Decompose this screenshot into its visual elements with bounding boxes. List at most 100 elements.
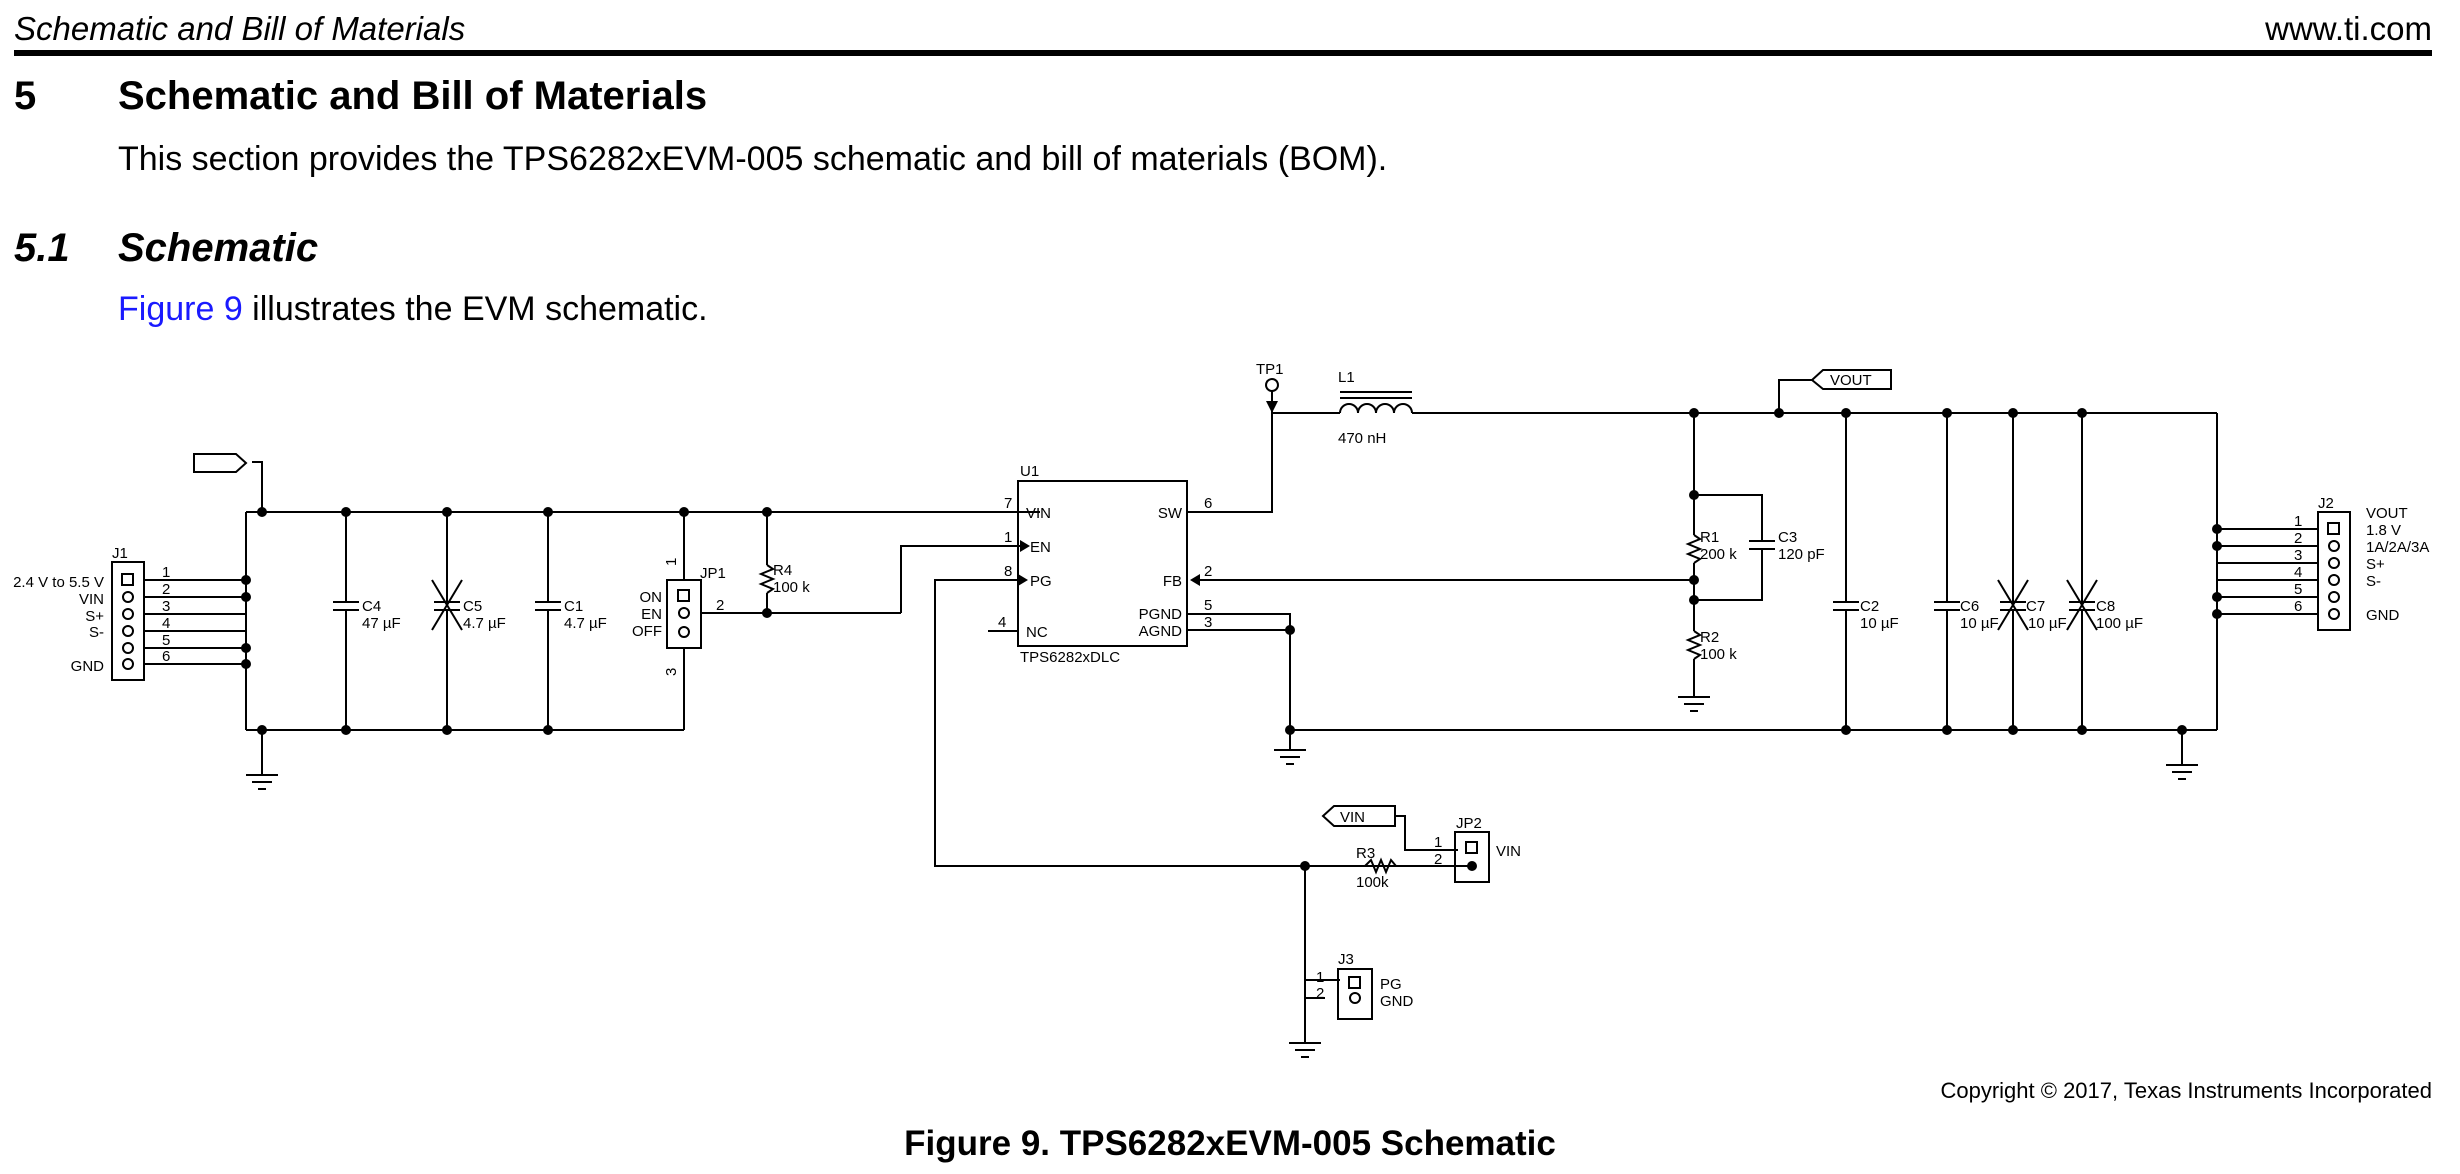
jp1-pin-3: 3 bbox=[663, 668, 680, 676]
jp1-pin-2: 2 bbox=[716, 597, 724, 614]
r1-ref: R1 bbox=[1700, 529, 1719, 546]
jp1-ref: JP1 bbox=[700, 565, 726, 582]
u1-ref: U1 bbox=[1020, 463, 1039, 480]
r2-value: 100 k bbox=[1700, 646, 1737, 663]
r3-ref: R3 bbox=[1356, 845, 1375, 862]
figure-caption: Figure 9. TPS6282xEVM-005 Schematic bbox=[904, 1124, 1556, 1163]
jp2-ref: JP2 bbox=[1456, 815, 1482, 832]
j1-ref: J1 bbox=[112, 545, 128, 562]
header-rule bbox=[14, 50, 2432, 56]
running-header-url[interactable]: www.ti.com bbox=[2265, 10, 2432, 47]
l1-value: 470 nH bbox=[1338, 430, 1386, 447]
figure-reference-paragraph: Figure 9 illustrates the EVM schematic. bbox=[118, 290, 708, 329]
vout-flag-label: VOUT bbox=[1830, 372, 1872, 389]
u1-pin-nc: NC bbox=[1026, 624, 1048, 641]
j1-label-s-plus: S+ bbox=[85, 608, 104, 625]
jp1-pin-1: 1 bbox=[663, 558, 680, 566]
j2-ref: J2 bbox=[2318, 495, 2334, 512]
c3-value: 120 pF bbox=[1778, 546, 1825, 563]
j1-pin-6: 6 bbox=[162, 648, 170, 665]
u1-pin-pg: PG bbox=[1030, 573, 1052, 590]
subsection-number: 5.1 bbox=[14, 226, 70, 270]
running-header-title: Schematic and Bill of Materials bbox=[14, 10, 466, 47]
u1-pin-vin: VIN bbox=[1026, 505, 1051, 522]
j3-label-pg: PG bbox=[1380, 976, 1402, 993]
j2-pin-4: 4 bbox=[2294, 564, 2302, 581]
j2-pin-1: 1 bbox=[2294, 513, 2302, 530]
j2-pin-6: 6 bbox=[2294, 598, 2302, 615]
c6-ref: C6 bbox=[1960, 598, 1979, 615]
section-intro: This section provides the TPS6282xEVM-00… bbox=[118, 140, 1388, 178]
j1-voltage: 2.4 V to 5.5 V bbox=[13, 574, 104, 591]
subsection-title: Schematic bbox=[118, 226, 319, 270]
c2-value: 10 µF bbox=[1860, 615, 1899, 632]
j3-pin-2: 2 bbox=[1316, 985, 1324, 1002]
u1-pin-1: 1 bbox=[1004, 529, 1012, 546]
j3-label-gnd: GND bbox=[1380, 993, 1414, 1010]
u1-pin-8: 8 bbox=[1004, 563, 1012, 580]
u1-pin-fb: FB bbox=[1163, 573, 1182, 590]
c6-value: 10 µF bbox=[1960, 615, 1999, 632]
c4-ref: C4 bbox=[362, 598, 381, 615]
c5-ref: C5 bbox=[463, 598, 482, 615]
c1-value: 4.7 µF bbox=[564, 615, 607, 632]
jp1-label-off: OFF bbox=[632, 623, 662, 640]
j1-label-s-minus: S- bbox=[89, 624, 104, 641]
c1-ref: C1 bbox=[564, 598, 583, 615]
section-number: 5 bbox=[14, 74, 37, 118]
c4-value: 47 µF bbox=[362, 615, 401, 632]
c7-value: 10 µF bbox=[2028, 615, 2067, 632]
c3-ref: C3 bbox=[1778, 529, 1797, 546]
jp2-pin-1: 1 bbox=[1434, 834, 1442, 851]
figure-9-link[interactable]: Figure 9 bbox=[118, 290, 243, 328]
r2-ref: R2 bbox=[1700, 629, 1719, 646]
j1-pin-4: 4 bbox=[162, 615, 170, 632]
c7-ref: C7 bbox=[2026, 598, 2045, 615]
u1-pin-5: 5 bbox=[1204, 597, 1212, 614]
tp1-ref: TP1 bbox=[1256, 361, 1284, 378]
u1-pin-7: 7 bbox=[1004, 495, 1012, 512]
c8-ref: C8 bbox=[2096, 598, 2115, 615]
j1-pin-3: 3 bbox=[162, 598, 170, 615]
u1-pin-2: 2 bbox=[1204, 563, 1212, 580]
jp1-label-on: ON bbox=[640, 589, 663, 606]
j2-label-current: 1A/2A/3A bbox=[2366, 539, 2429, 556]
c2-ref: C2 bbox=[1860, 598, 1879, 615]
u1-pin-agnd: AGND bbox=[1139, 623, 1183, 640]
u1-pin-en: EN bbox=[1030, 539, 1051, 556]
j2-label-vout: VOUT bbox=[2366, 505, 2408, 522]
j1-pin-2: 2 bbox=[162, 581, 170, 598]
schematic-labels: J1 2.4 V to 5.5 V VIN S+ S- GND 1 2 3 4 … bbox=[13, 361, 2429, 1010]
jp2-label-vin: VIN bbox=[1496, 843, 1521, 860]
c8-value: 100 µF bbox=[2096, 615, 2143, 632]
r3-value: 100k bbox=[1356, 874, 1389, 891]
u1-pin-3: 3 bbox=[1204, 614, 1212, 631]
j2-label-voltage: 1.8 V bbox=[2366, 522, 2401, 539]
r4-value: 100 k bbox=[773, 579, 810, 596]
l1-ref: L1 bbox=[1338, 369, 1355, 386]
section-title: Schematic and Bill of Materials bbox=[118, 74, 708, 118]
j2-pin-3: 3 bbox=[2294, 547, 2302, 564]
jp1-label-en: EN bbox=[641, 606, 662, 623]
j1-label-gnd: GND bbox=[71, 658, 105, 675]
j3-ref: J3 bbox=[1338, 951, 1354, 968]
u1-pin-4: 4 bbox=[998, 614, 1006, 631]
schematic-wires bbox=[111, 369, 2351, 1058]
j3-pin-1: 1 bbox=[1316, 969, 1324, 986]
j2-label-s-minus: S- bbox=[2366, 573, 2381, 590]
schematic-junctions bbox=[241, 401, 2222, 871]
copyright-notice: Copyright © 2017, Texas Instruments Inco… bbox=[1940, 1078, 2432, 1103]
u1-pin-sw: SW bbox=[1158, 505, 1183, 522]
j2-pin-2: 2 bbox=[2294, 530, 2302, 547]
jp2-pin-2: 2 bbox=[1434, 851, 1442, 868]
j1-label-vin: VIN bbox=[79, 591, 104, 608]
u1-part: TPS6282xDLC bbox=[1020, 649, 1120, 666]
c5-value: 4.7 µF bbox=[463, 615, 506, 632]
figure-reference-text: illustrates the EVM schematic. bbox=[242, 290, 708, 328]
u1-pin-6: 6 bbox=[1204, 495, 1212, 512]
j1-pin-5: 5 bbox=[162, 632, 170, 649]
u1-pin-pgnd: PGND bbox=[1139, 606, 1183, 623]
j2-label-gnd: GND bbox=[2366, 607, 2400, 624]
j2-label-s-plus: S+ bbox=[2366, 556, 2385, 573]
